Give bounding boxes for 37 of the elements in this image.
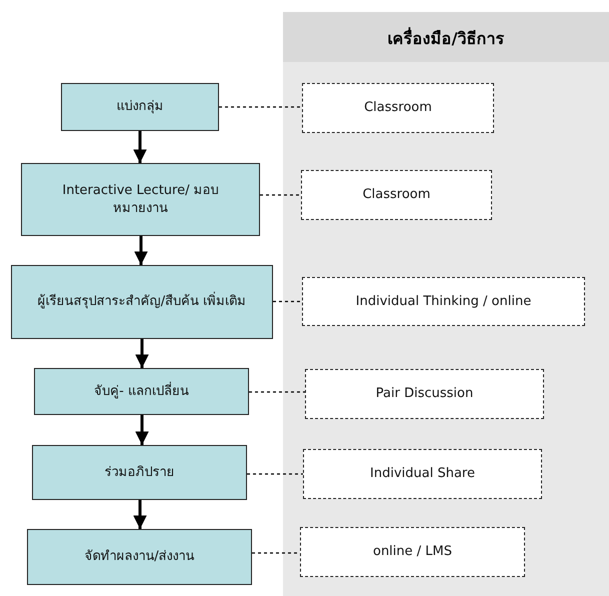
dashed-connector bbox=[219, 106, 302, 108]
node-label: Pair Discussion bbox=[374, 385, 474, 403]
dashed-connector bbox=[252, 552, 300, 554]
process-box bbox=[32, 445, 247, 500]
dashed-connector bbox=[247, 473, 303, 475]
node-label: Individual Thinking / online bbox=[354, 292, 532, 310]
node-label: Classroom bbox=[362, 186, 432, 204]
tool-box bbox=[302, 83, 494, 133]
dashed-connector bbox=[249, 391, 305, 393]
node-label: Individual Share bbox=[369, 465, 476, 483]
node-label: แบ่งกลุ่ม bbox=[116, 98, 164, 116]
node-label: จัดทำผลงาน/ส่งงาน bbox=[83, 548, 196, 566]
tool-box bbox=[305, 369, 544, 419]
process-box bbox=[21, 163, 260, 236]
node-label: Classroom bbox=[363, 99, 433, 117]
arrow bbox=[134, 236, 148, 265]
dashed-connector bbox=[260, 194, 301, 196]
process-box bbox=[34, 368, 249, 415]
process-box bbox=[61, 83, 219, 131]
arrow bbox=[135, 415, 149, 445]
tool-box bbox=[302, 277, 585, 326]
arrow bbox=[133, 131, 147, 163]
node-label: จับคู่- แลกเปลี่ยน bbox=[93, 382, 190, 400]
arrow bbox=[135, 339, 149, 368]
node-label: online / LMS bbox=[372, 543, 453, 561]
tools-panel bbox=[283, 12, 609, 596]
tool-box bbox=[300, 527, 525, 577]
process-box bbox=[27, 529, 252, 585]
panel-heading: เครื่องมือ/วิธีการ bbox=[386, 26, 506, 50]
node-label: Interactive Lecture/ มอบหมายงาน bbox=[61, 182, 220, 218]
arrow bbox=[133, 500, 147, 529]
dashed-connector bbox=[273, 300, 302, 302]
node-label: ผู้เรียนสรุปสาระสำคัญ/สืบค้น เพิ่มเติม bbox=[34, 293, 250, 311]
tool-box bbox=[303, 449, 542, 499]
node-label: ร่วมอภิปราย bbox=[104, 464, 176, 482]
tool-box bbox=[301, 170, 492, 220]
process-box bbox=[11, 265, 273, 339]
